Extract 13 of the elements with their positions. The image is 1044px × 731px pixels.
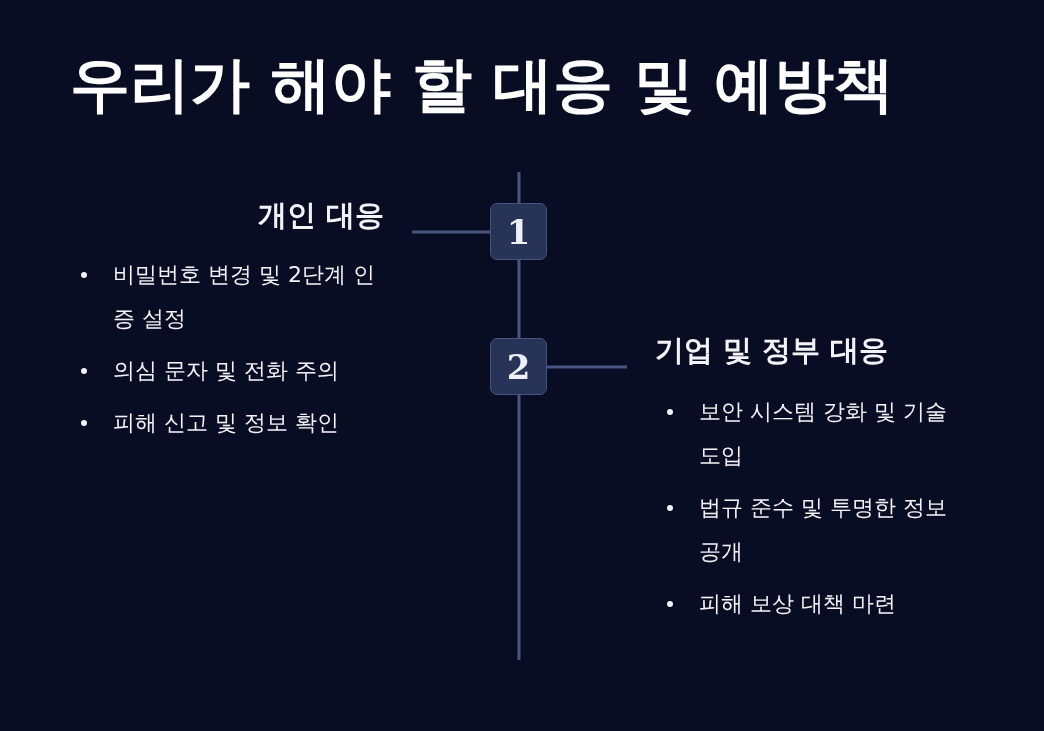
number-box: 1: [490, 203, 547, 260]
number-box: 2: [490, 338, 547, 395]
bullet-item: 비밀번호 변경 및 2단계 인증 설정: [113, 253, 375, 341]
section-heading: 기업 및 정부 대응: [655, 333, 895, 368]
title: 우리가 해야 할 대응 및 예방책: [70, 48, 895, 120]
section-heading: 개인 대응: [250, 198, 384, 233]
bullet-item: 피해 신고 및 정보 확인: [113, 401, 375, 445]
bullet-item: 피해 보상 대책 마련: [699, 582, 951, 626]
connector-line: [547, 365, 627, 369]
bullet-item: 법규 준수 및 투명한 정보 공개: [699, 486, 951, 574]
bullet-item: 보안 시스템 강화 및 기술 도입: [699, 390, 951, 478]
bullet-item: 의심 문자 및 전화 주의: [113, 349, 375, 393]
connector-line: [412, 230, 490, 234]
